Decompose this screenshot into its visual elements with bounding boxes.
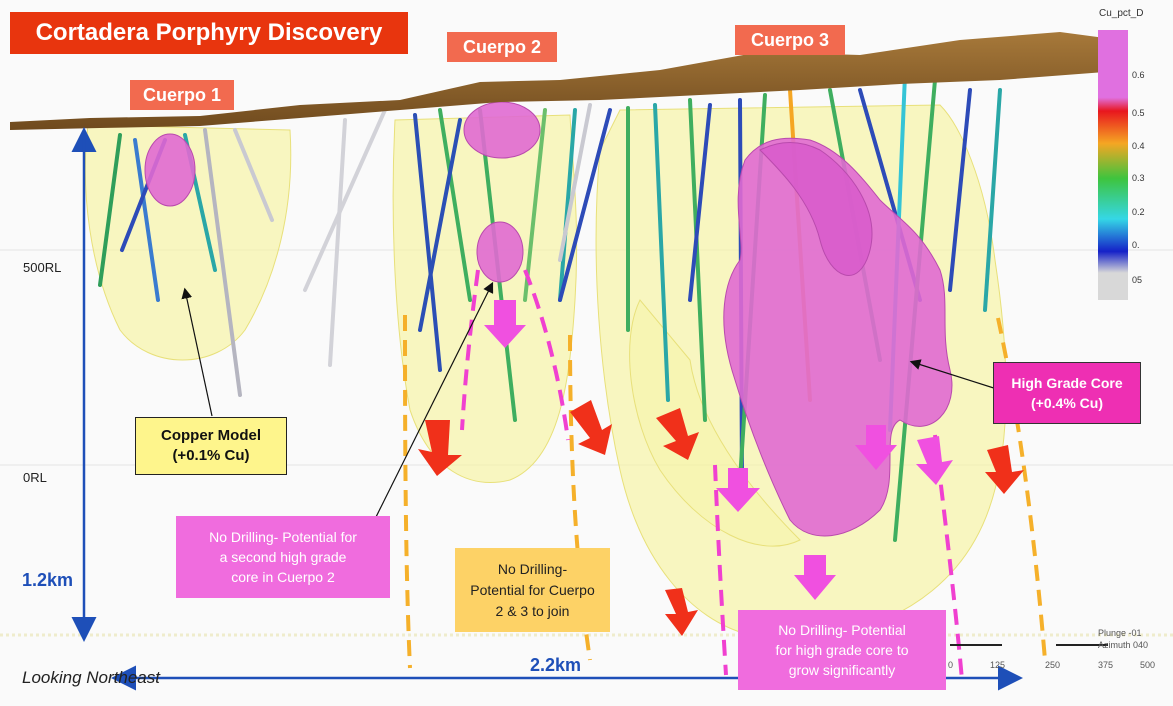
copper-model-callout: Copper Model (+0.1% Cu) xyxy=(135,417,287,475)
legend-value: 0.5 xyxy=(1132,108,1145,118)
callout-line: No Drilling- xyxy=(498,559,567,580)
callout-line: core in Cuerpo 2 xyxy=(231,567,335,587)
grade-legend xyxy=(1098,30,1128,300)
scale-tick: 500 xyxy=(1140,660,1155,670)
diagram-title: Cortadera Porphyry Discovery xyxy=(10,12,408,54)
scale-tick: 250 xyxy=(1045,660,1060,670)
callout-line: No Drilling- Potential xyxy=(778,620,906,640)
scale-tick: 0 xyxy=(948,660,953,670)
legend-value: 0.6 xyxy=(1132,70,1145,80)
level-0rl: 0RL xyxy=(23,470,47,485)
cuerpo2-core-callout: No Drilling- Potential for a second high… xyxy=(176,516,390,598)
legend-value: 05 xyxy=(1132,275,1142,285)
plunge-label: Plunge -01 xyxy=(1098,628,1142,638)
cuerpo-2-label: Cuerpo 2 xyxy=(447,32,557,62)
legend-value: 0. xyxy=(1132,240,1140,250)
callout-line: 2 & 3 to join xyxy=(496,601,570,622)
callout-line: (+0.4% Cu) xyxy=(1031,393,1103,413)
callout-line: a second high grade xyxy=(220,547,347,567)
callout-line: (+0.1% Cu) xyxy=(172,446,249,466)
horizontal-scale-label: 2.2km xyxy=(530,655,581,676)
high-grade-core-callout: High Grade Core (+0.4% Cu) xyxy=(993,362,1141,424)
callout-line: for high grade core to xyxy=(775,640,908,660)
grow-callout: No Drilling- Potential for high grade co… xyxy=(738,610,946,690)
callout-line: Copper Model xyxy=(161,426,261,446)
azimuth-label: Azimuth 040 xyxy=(1098,640,1148,650)
cuerpo-3-label: Cuerpo 3 xyxy=(735,25,845,55)
legend-value: 0.4 xyxy=(1132,141,1145,151)
legend-value: 0.2 xyxy=(1132,207,1145,217)
level-500rl: 500RL xyxy=(23,260,61,275)
legend-value: 0.3 xyxy=(1132,173,1145,183)
callout-line: High Grade Core xyxy=(1011,373,1122,393)
view-direction: Looking Northeast xyxy=(22,668,160,688)
vertical-scale-label: 1.2km xyxy=(22,570,73,591)
scale-tick: 125 xyxy=(990,660,1005,670)
scale-tick: 375 xyxy=(1098,660,1113,670)
callout-line: No Drilling- Potential for xyxy=(209,527,357,547)
callout-line: grow significantly xyxy=(789,660,896,680)
legend-title: Cu_pct_D xyxy=(1099,8,1143,19)
cuerpo-1-label: Cuerpo 1 xyxy=(130,80,234,110)
join-callout: No Drilling- Potential for Cuerpo 2 & 3 … xyxy=(455,548,610,632)
callout-line: Potential for Cuerpo xyxy=(470,580,595,601)
